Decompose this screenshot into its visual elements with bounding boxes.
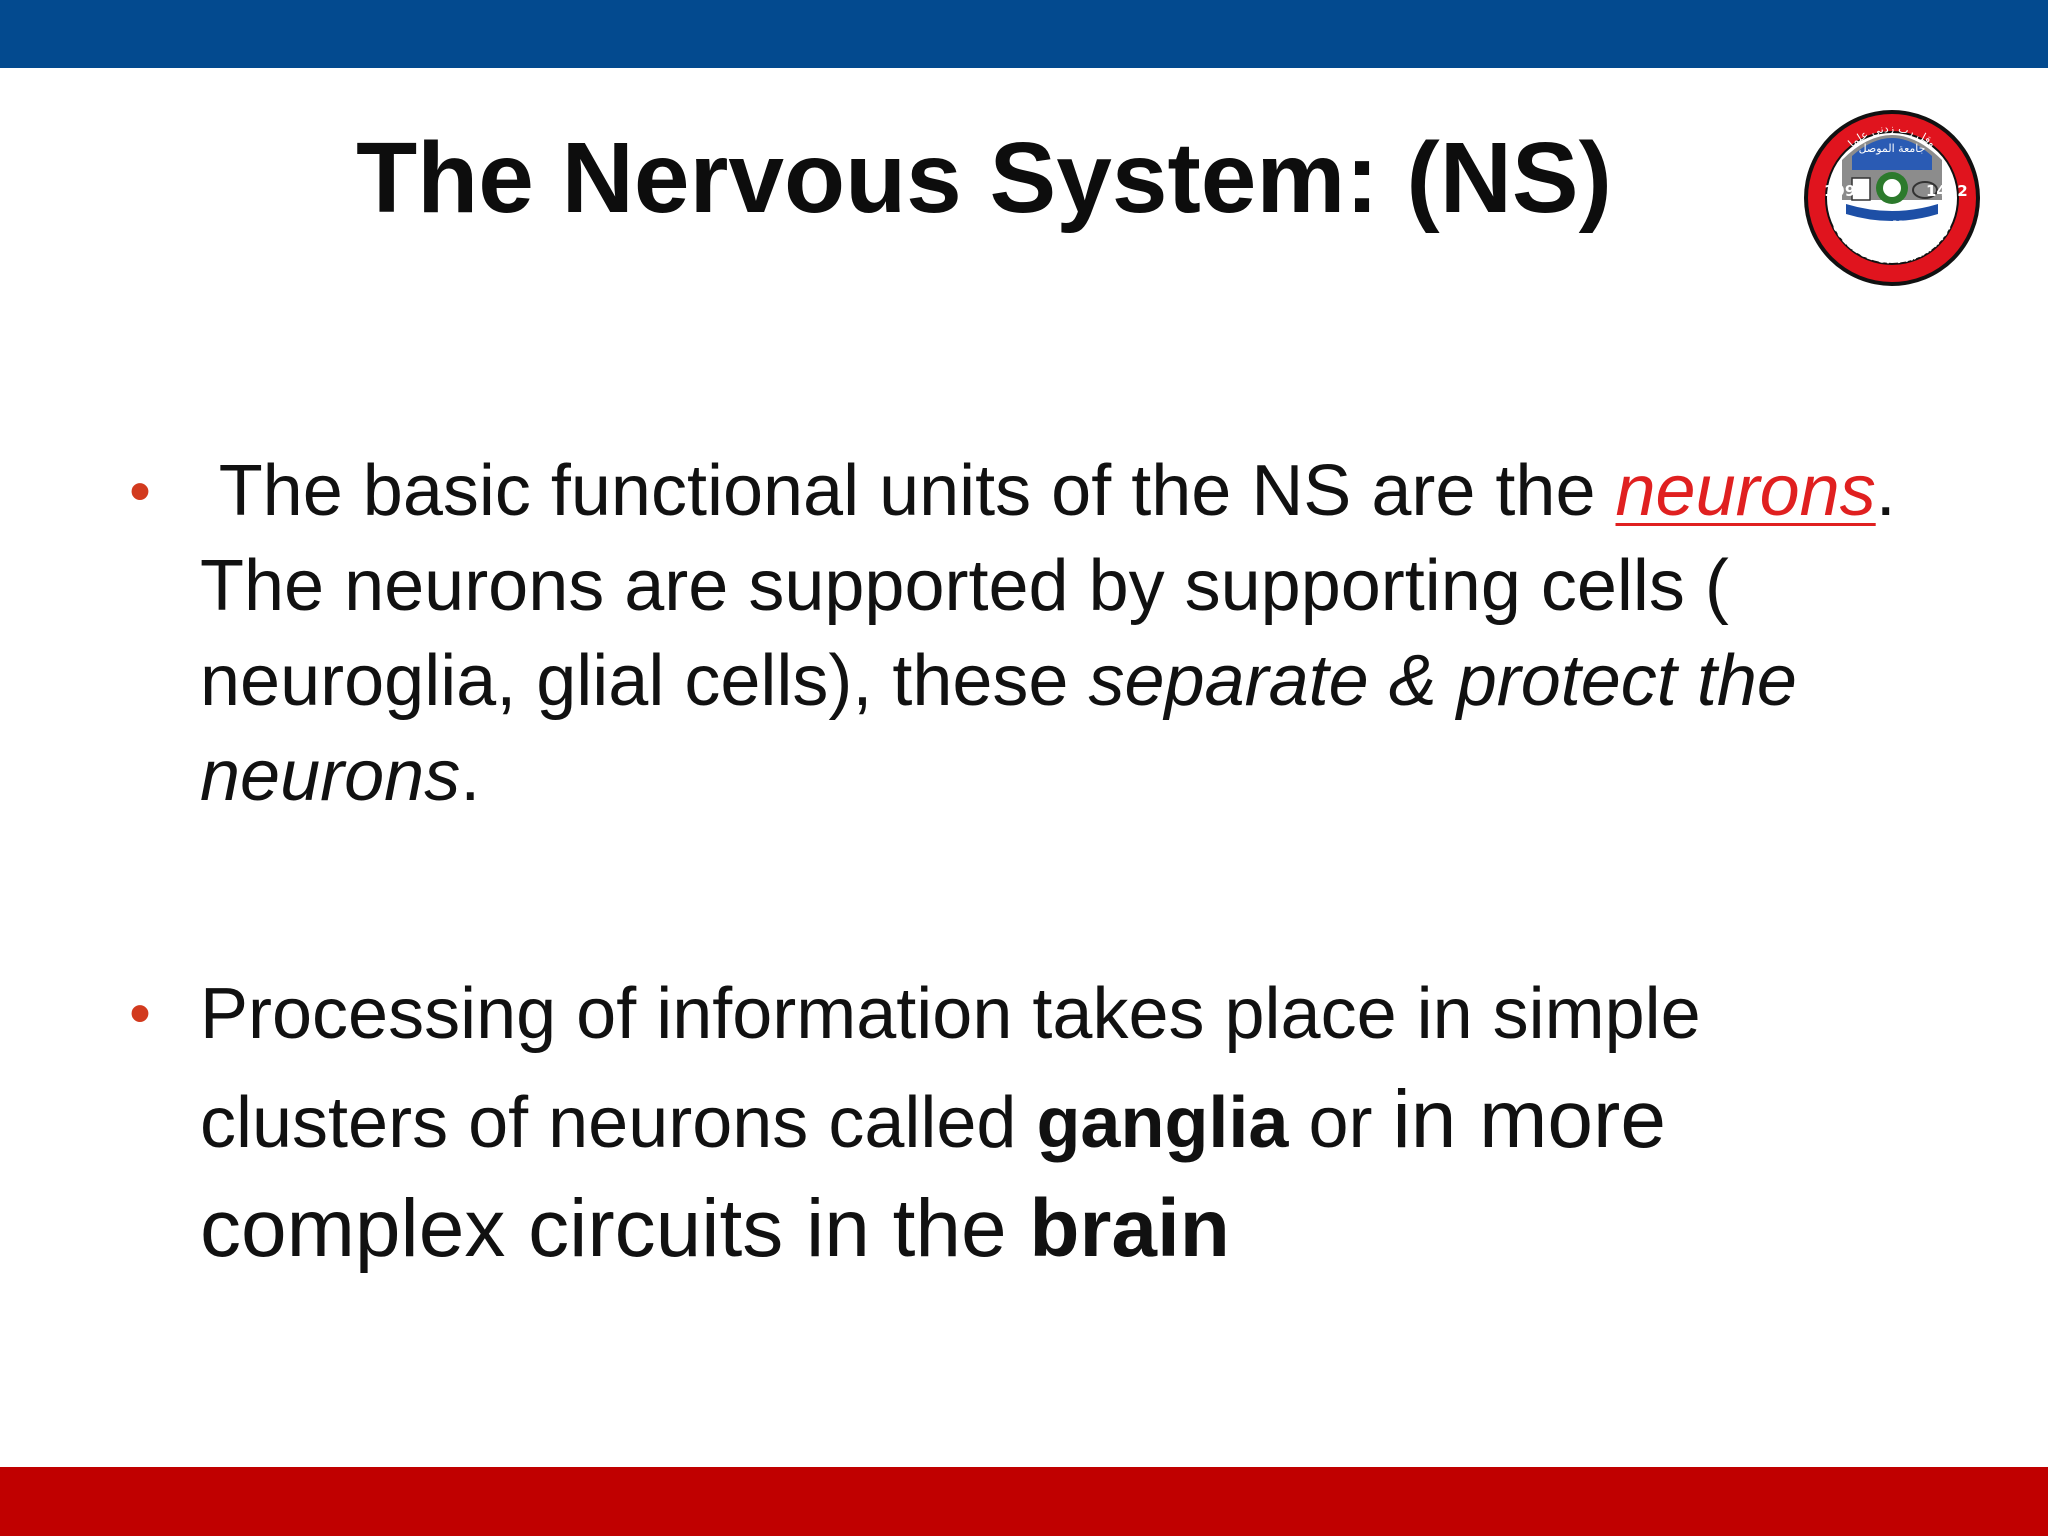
bullet-text-mid: . The neurons are supported by supportin… xyxy=(200,451,1896,721)
slide-title: The Nervous System: (NS) xyxy=(356,122,1612,234)
ganglia-term: ganglia xyxy=(1036,1083,1289,1163)
bullet-text-large: in more complex circuits in the xyxy=(200,1074,1666,1274)
brain-term: brain xyxy=(1029,1183,1230,1274)
neurons-link[interactable]: neurons xyxy=(1615,451,1876,531)
bullet-marker: • xyxy=(129,979,151,1048)
bullet-text-lead: The basic functional units of the NS are… xyxy=(200,451,1616,531)
bullet-item-neurons: • The basic functional units of the NS a… xyxy=(129,444,1900,824)
svg-text:جامعة الموصل: جامعة الموصل xyxy=(1859,142,1926,155)
bullet-text-tail: . xyxy=(460,736,481,816)
bullet-marker: • xyxy=(129,457,151,526)
svg-text:كلية الصيدلة: كلية الصيدلة xyxy=(1838,218,1947,239)
college-of-pharmacy-seal-icon: جامعة الموصل كلية الصيدلة 1992 1412 وقل … xyxy=(1802,90,1982,306)
bullet-text-lead: Processing of information takes place in… xyxy=(200,974,1701,1163)
svg-text:1412: 1412 xyxy=(1926,182,1968,200)
bullet-text-mid: or xyxy=(1288,1083,1393,1163)
bottom-bar xyxy=(0,1467,2048,1536)
svg-text:1992: 1992 xyxy=(1824,182,1866,200)
bullet-text-emphasis: separate & protect the neurons xyxy=(200,641,1797,816)
bullet-item-processing: • Processing of information takes place … xyxy=(129,961,1900,1285)
top-bar xyxy=(0,0,2048,68)
